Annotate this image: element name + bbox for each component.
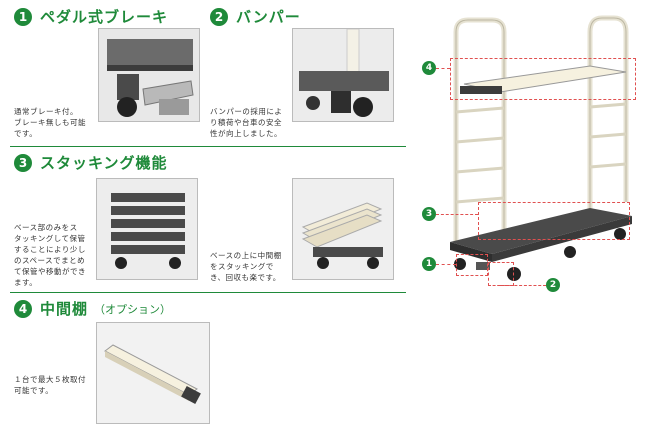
callout-leader-2: [500, 285, 546, 286]
middle-shelf-illustration: [97, 323, 209, 423]
brake-photo: [98, 28, 200, 122]
section-number-badge: 1: [14, 7, 32, 26]
section-2-title: 2 バンパー: [210, 6, 301, 27]
callout-box-base: [478, 202, 630, 240]
description-line: ベース部のみをス: [14, 223, 78, 232]
section-2-description: バンパーの採用によ り積荷や台車の安全 性が向上しました。: [210, 106, 282, 139]
section-3-heading: スタッキング機能: [40, 154, 168, 172]
section-3-description: ベース部のみをス タッキングして保管 することにより少し のスペースでまとめ て…: [14, 222, 86, 288]
stacked-shelves-illustration: [293, 179, 393, 279]
callout-1: 1: [422, 257, 436, 271]
section-1-title: 1 ペダル式ブレーキ: [14, 6, 168, 27]
description-line: 可能です。: [14, 386, 54, 395]
section-divider: [10, 146, 406, 147]
section-4-subtitle: （オプション）: [94, 302, 172, 316]
cart-illustration: [450, 15, 632, 281]
callout-box-bumper: [488, 262, 514, 286]
section-4-title: 4 中間棚 （オプション）: [14, 298, 171, 319]
description-line: バンパーの採用によ: [210, 107, 283, 116]
callout-box-brake: [456, 254, 488, 276]
bumper-illustration: [293, 29, 393, 121]
section-1-description: 通常ブレーキ付。 ブレーキ無しも可能 です。: [14, 106, 86, 139]
section-divider: [10, 292, 406, 293]
stacked-bases-illustration: [97, 179, 197, 279]
section-4-heading: 中間棚: [40, 300, 89, 318]
description-line: き、回収も楽です。: [210, 273, 281, 282]
description-line: ます。: [14, 278, 38, 287]
bumper-photo: [292, 28, 394, 122]
callout-2: 2: [546, 278, 560, 292]
description-line: をスタッキングで: [210, 262, 274, 271]
description-line: タッキングして保管: [14, 234, 86, 243]
callout-leader-4: [436, 68, 450, 69]
section-number-badge: 3: [14, 153, 32, 172]
description-line: することにより少し: [14, 245, 86, 254]
section-3-description-2: ベースの上に中間棚 をスタッキングで き、回収も楽です。: [210, 250, 282, 283]
section-1-heading: ペダル式ブレーキ: [40, 8, 169, 26]
section-number-badge: 4: [14, 299, 32, 318]
stacked-shelves-photo: [292, 178, 394, 280]
section-3-title: 3 スタッキング機能: [14, 152, 168, 173]
description-line: て保管や移動ができ: [14, 267, 86, 276]
description-line: 通常ブレーキ付。: [14, 107, 78, 116]
callout-3: 3: [422, 207, 436, 221]
section-number-badge: 2: [210, 7, 228, 26]
description-line: ブレーキ無しも可能: [14, 118, 86, 127]
callout-leader-1: [436, 264, 456, 265]
callout-4: 4: [422, 61, 436, 75]
brake-illustration: [99, 29, 199, 121]
description-line: １台で最大５枚取付: [14, 375, 86, 384]
description-line: です。: [14, 129, 38, 138]
description-line: り積荷や台車の安全: [210, 118, 282, 127]
description-line: ベースの上に中間棚: [210, 251, 282, 260]
callout-leader-3: [436, 214, 478, 215]
middle-shelf-photo: [96, 322, 210, 424]
stacked-bases-photo: [96, 178, 198, 280]
section-4-description: １台で最大５枚取付 可能です。: [14, 374, 86, 396]
description-line: 性が向上しました。: [210, 129, 282, 138]
callout-box-shelf: [450, 58, 636, 100]
section-2-heading: バンパー: [236, 8, 301, 26]
description-line: のスペースでまとめ: [14, 256, 86, 265]
